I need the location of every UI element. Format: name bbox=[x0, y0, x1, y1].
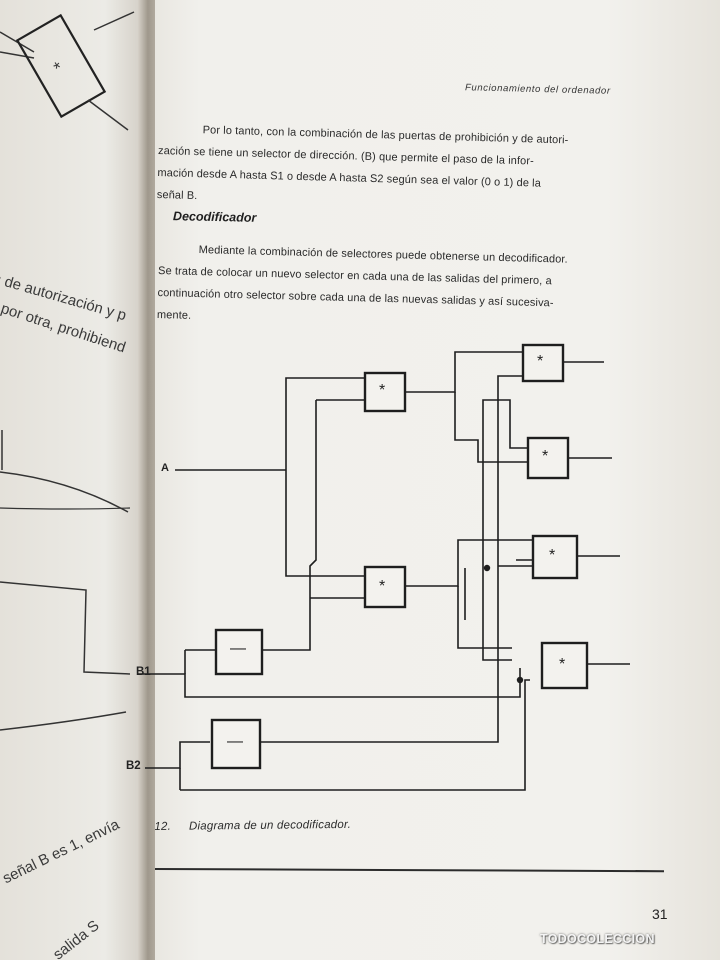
book-page: Funcionamiento del ordenador Por lo tant… bbox=[155, 0, 720, 960]
input-a-label: A bbox=[161, 462, 169, 474]
watermark-logo: TODOCOLECCION bbox=[540, 932, 655, 946]
selector-symbol: * bbox=[542, 448, 549, 465]
input-b1-label: B1 bbox=[136, 666, 151, 678]
figure-number: Fig. 1.12. bbox=[155, 820, 172, 834]
inverter-symbol: — bbox=[230, 640, 246, 657]
left-facing-page: * s de autorización y p por otra, prohib… bbox=[0, 0, 150, 960]
input-b2-label: B2 bbox=[126, 760, 141, 772]
left-page-diagram bbox=[0, 11, 135, 731]
footer-rule bbox=[155, 867, 665, 873]
selector-symbol: * bbox=[559, 656, 566, 673]
figure-caption: Fig. 1.12. Diagrama de un decodificador. bbox=[155, 818, 369, 834]
page-number: 31 bbox=[652, 906, 668, 922]
inverter-symbol: — bbox=[227, 733, 243, 750]
running-head: Funcionamiento del ordenador bbox=[464, 82, 611, 97]
book-gutter bbox=[138, 0, 160, 960]
figure-caption-text: Diagrama de un decodificador. bbox=[188, 818, 352, 833]
selector-symbol: * bbox=[549, 547, 556, 564]
selector-symbol: * bbox=[379, 578, 386, 595]
section-heading: Decodificador bbox=[172, 209, 257, 225]
selector-symbol: * bbox=[537, 353, 544, 370]
selector-symbol: * bbox=[379, 382, 386, 399]
paragraph-decoder: Mediante la combinación de selectores pu… bbox=[157, 238, 609, 338]
left-selector-box bbox=[15, 13, 107, 119]
paragraph-selector: Por lo tanto, con la combinación de las … bbox=[157, 118, 579, 218]
